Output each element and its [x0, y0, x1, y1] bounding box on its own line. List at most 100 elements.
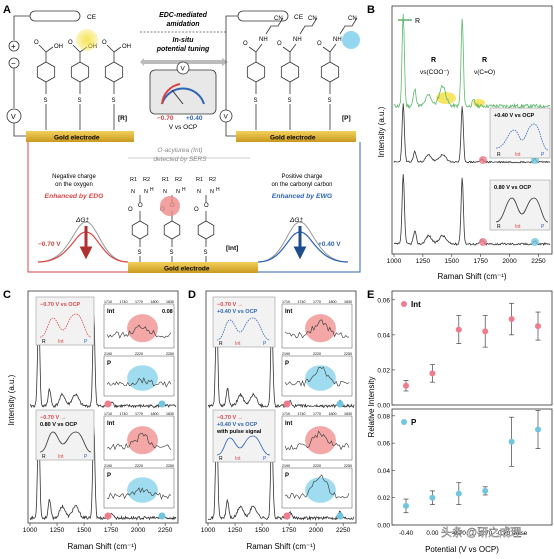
spectrum-d-top: [207, 311, 355, 409]
legend-r: R: [415, 18, 420, 25]
zoom-tick: 1830: [166, 412, 174, 416]
zoom-tick: 2250: [344, 352, 352, 356]
inset-c2-r: R: [42, 454, 46, 460]
zoom-label: Int: [285, 421, 292, 427]
spectrum-d-bottom: [208, 420, 355, 521]
zoom-label: P: [107, 473, 111, 479]
voltmeter-icon-2: [176, 61, 190, 75]
gold-electrode-label-right: Gold electrode: [270, 135, 316, 142]
inset-d1-curve: [216, 317, 271, 341]
insitu-label: In-situ: [173, 37, 195, 44]
panel-c-xlabel: Raman Shift (cm⁻¹): [67, 542, 136, 551]
plus-terminal: [8, 40, 20, 52]
panel-c: C −0.70 V vs OCP R Int P −0.70 V → 0.80 …: [3, 289, 179, 551]
down-arrow-blue: [293, 226, 307, 260]
benzene-ring: [197, 220, 215, 240]
bond: [113, 46, 122, 53]
inset-d2-label-2: +0.40 V vs OCP: [217, 422, 258, 428]
marker-c-int: [104, 400, 112, 408]
inset-c1-r: R: [42, 339, 46, 345]
panel-e-ylabel: Relative Intensity: [367, 377, 376, 438]
x-tick-label: 1750: [282, 527, 297, 534]
bond: [322, 46, 331, 53]
watermark: 头条 @研之成理: [441, 525, 521, 539]
zoom-spectrum: [284, 430, 350, 451]
x-tick-label: 1500: [255, 527, 270, 534]
inset-c2-label-1: −0.70 V →: [40, 415, 66, 421]
inset-c1-label: −0.70 V vs OCP: [40, 302, 81, 308]
inset-b1: [489, 107, 551, 159]
inset-c2-int: Int: [58, 454, 64, 460]
marker-d-p-2: [336, 512, 344, 520]
x-tick-label: 1000: [387, 258, 402, 265]
dial-needle: [171, 89, 184, 105]
data-point: [508, 316, 515, 323]
zoom-tick: 2220: [135, 352, 143, 356]
marker-c-p: [158, 400, 166, 408]
benzene-ring: [36, 61, 56, 83]
y-tick-label: 0.08: [377, 413, 390, 420]
n-label: N: [163, 189, 167, 195]
zoom-tick: 2250: [166, 352, 174, 356]
marker-d-int: [283, 400, 291, 408]
counter-electrode: [29, 10, 81, 22]
inset-d2-label-3: with pulse signal: [216, 429, 262, 435]
oxygen-label: O: [277, 41, 282, 47]
h-label: H: [150, 187, 154, 193]
zoom-spectrum: [106, 432, 172, 451]
inset-c2-curve: [39, 431, 92, 453]
benzene-ring: [320, 61, 340, 83]
oxygen-label: O: [128, 207, 133, 213]
bond: [38, 44, 47, 53]
dg-left: ΔG‡: [75, 217, 89, 224]
highlight-acylurea: [160, 196, 180, 216]
x-tick-label: 1000: [23, 527, 38, 534]
left-potential: −0.70 V: [38, 241, 61, 248]
y-tick-label: 0.02: [377, 495, 390, 502]
inset-d1-p: P: [263, 341, 267, 347]
minus-sign: −: [11, 59, 16, 68]
gold-electrode-label-bottom: Gold electrode: [164, 266, 210, 273]
x-tick-label: 2250: [531, 258, 546, 265]
zoom-spectrum: [284, 319, 350, 339]
product-tag: [P]: [342, 115, 351, 122]
zoom-tick: 1830: [344, 412, 352, 416]
reactant-tag: [R]: [118, 115, 127, 122]
zoom-highlight: [127, 365, 158, 391]
panel-d-xlabel: Raman Shift (cm⁻¹): [246, 542, 315, 551]
inset-c1: [35, 296, 95, 346]
zoom-tick: 1740: [298, 300, 306, 304]
x-tick-label: 2000: [131, 527, 146, 534]
bond: [45, 46, 54, 53]
zoom-tick: 1740: [120, 412, 128, 416]
zoom-tick: 1710: [282, 300, 290, 304]
sulfur-label: S: [204, 250, 208, 256]
marker-d-p: [336, 400, 344, 408]
zoom-label: Int: [107, 421, 114, 427]
zoom-label: Int: [285, 309, 292, 315]
panel-b-ylabel: Intensity (a.u.): [377, 106, 386, 157]
legend-label: Int: [411, 300, 421, 309]
inset-b1-label: +0.40 V vs OCP: [494, 113, 535, 119]
n-label: N: [210, 189, 214, 195]
down-arrow-red: [79, 226, 93, 260]
oxygen-label: O: [194, 207, 199, 213]
panel-b-frame: [391, 5, 553, 255]
r1-label: R1: [130, 177, 137, 183]
inset-b2-label: 0.80 V vs OCP: [494, 185, 531, 191]
bond: [72, 44, 81, 53]
circuit-wire-right: [225, 122, 236, 137]
marker-p-2: [531, 238, 539, 246]
n-label: N: [144, 189, 148, 195]
sulfur-label: S: [170, 250, 174, 256]
n-label: N: [131, 189, 135, 195]
highlight-carboxyl: [76, 29, 98, 51]
gold-electrode-right: [236, 131, 356, 142]
insitu-label-2: potential tuning: [156, 46, 210, 53]
zoom-tick: 2220: [313, 464, 321, 468]
spectrum-r: [393, 13, 551, 109]
n-label: N: [197, 189, 201, 195]
sulfur-label: S: [78, 98, 82, 104]
